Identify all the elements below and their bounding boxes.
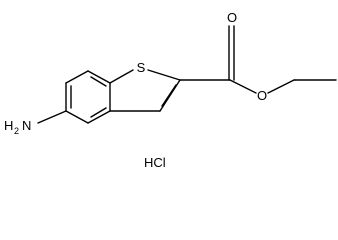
- ester-chain: [179, 25, 337, 94]
- bond: [147, 69, 181, 81]
- bond: [109, 69, 134, 84]
- thiophene-ring: [109, 69, 181, 112]
- amine-n-label: N: [22, 118, 31, 133]
- bond: [159, 79, 181, 112]
- chemical-structure: S O O H 2 N HCl: [4, 10, 337, 170]
- amine-h-label: H: [4, 118, 13, 133]
- ester-oxygen-label: O: [257, 88, 267, 103]
- double-bond-inner: [90, 76, 107, 87]
- benzene-ring: [65, 70, 111, 124]
- amine-subscript: 2: [14, 126, 19, 136]
- bond: [229, 79, 257, 94]
- bond: [87, 110, 111, 124]
- bond: [65, 70, 89, 84]
- double-bond-inner: [90, 107, 107, 118]
- bond: [87, 70, 111, 84]
- bond: [65, 110, 89, 124]
- amine-bond: [37, 110, 67, 124]
- carbonyl-oxygen-label: O: [227, 10, 237, 25]
- hcl-label: HCl: [144, 155, 166, 170]
- double-bond-inner: [161, 84, 177, 107]
- bond: [267, 79, 295, 94]
- sulfur-label: S: [137, 60, 146, 75]
